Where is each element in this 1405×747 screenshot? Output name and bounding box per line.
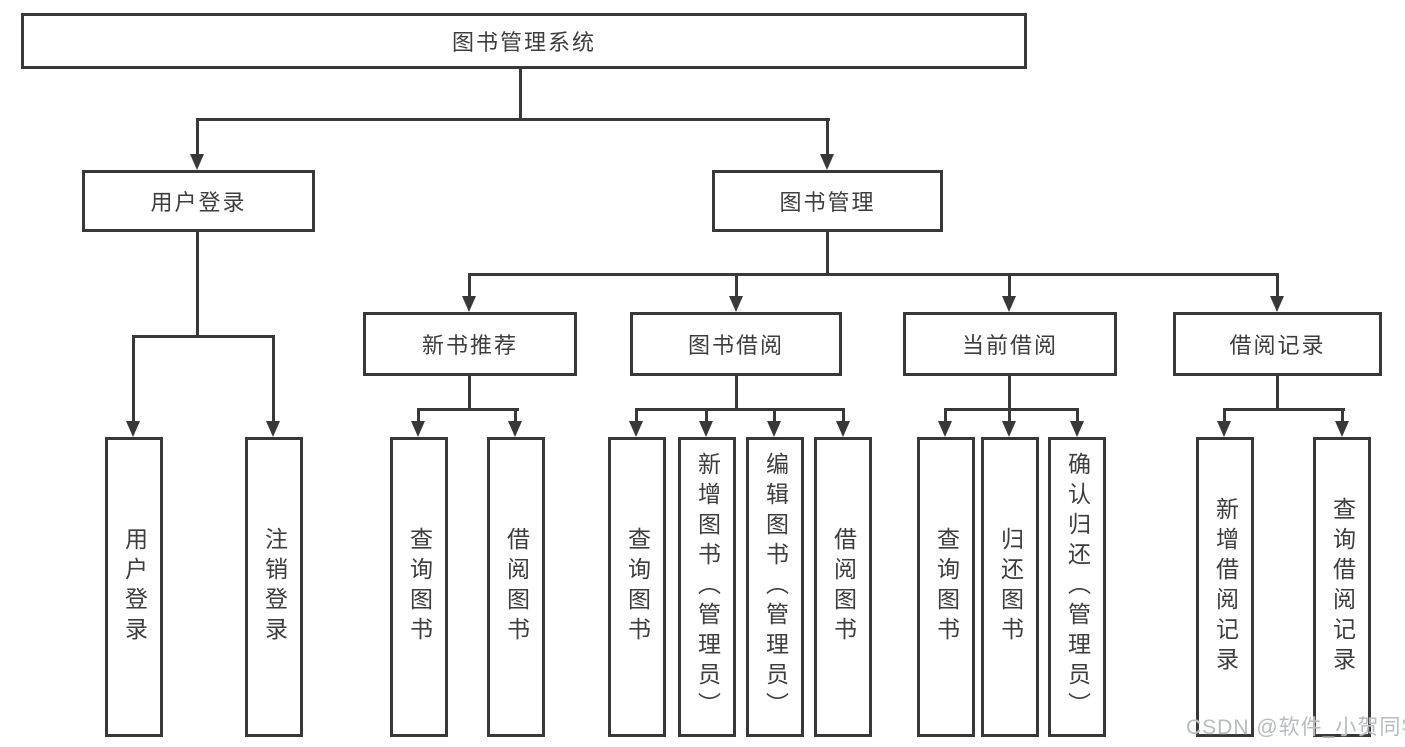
leaf-label: 借阅图书	[503, 527, 530, 647]
arrow-down-icon	[1217, 421, 1231, 437]
leaf-confirm-return-admin: 确认归还（管理员）	[1048, 437, 1106, 737]
connector-stub-leaf	[773, 408, 776, 423]
arrow-down-icon	[1002, 296, 1016, 312]
leaf-query-books-recommend: 查询图书	[390, 437, 448, 737]
leaf-label: 查询图书	[406, 527, 433, 647]
leaf-label: 归还图书	[997, 527, 1024, 647]
arrow-down-icon	[836, 421, 850, 437]
connector-user-login-stem	[196, 232, 199, 335]
connector-stub-borrow-records	[1276, 273, 1279, 298]
connector-stub-leaf	[1341, 408, 1344, 423]
leaf-query-books-borrowing: 查询图书	[608, 437, 666, 737]
connector-hline	[417, 408, 519, 411]
arrow-down-icon	[411, 421, 425, 437]
node-user-login: 用户登录	[82, 170, 315, 232]
leaf-logout: 注销登录	[245, 437, 303, 737]
node-label: 图书管理系统	[451, 30, 596, 55]
arrow-down-icon	[820, 154, 834, 170]
connector-stub-leaf	[417, 408, 420, 423]
connector-stub-leaf	[132, 335, 135, 423]
connector-stub-leaf	[1076, 408, 1079, 423]
leaf-label: 查询图书	[933, 527, 960, 647]
arrow-down-icon	[938, 421, 952, 437]
leaf-label: 注销登录	[261, 527, 288, 647]
leaf-user-login: 用户登录	[105, 437, 163, 737]
node-borrowing-records: 借阅记录	[1173, 312, 1382, 376]
leaf-label: 编辑图书（管理员）	[762, 452, 789, 722]
leaf-edit-books-admin: 编辑图书（管理员）	[746, 437, 804, 737]
leaf-label: 新增借阅记录	[1212, 497, 1239, 677]
node-book-management: 图书管理	[712, 170, 943, 232]
node-label: 新书推荐	[421, 333, 518, 358]
node-label: 图书管理	[779, 190, 876, 215]
arrow-down-icon	[767, 421, 781, 437]
connector-stub-book-management	[826, 118, 829, 156]
leaf-return-books: 归还图书	[981, 437, 1039, 737]
connector-root-hline	[197, 118, 830, 121]
leaf-label: 确认归还（管理员）	[1064, 452, 1091, 722]
connector-stub-user-login	[196, 118, 199, 156]
connector-book-mgmt-hline	[468, 273, 1279, 276]
leaf-borrow-books-recommend: 借阅图书	[487, 437, 545, 737]
node-book-borrowing: 图书借阅	[630, 312, 842, 376]
connector-stub-leaf	[272, 335, 275, 423]
connector-hline	[944, 408, 1079, 411]
arrow-down-icon	[1270, 296, 1284, 312]
arrow-down-icon	[729, 296, 743, 312]
node-new-book-recommendation: 新书推荐	[363, 312, 577, 376]
leaf-label: 新增图书（管理员）	[694, 452, 721, 722]
node-label: 当前借阅	[961, 333, 1058, 358]
arrow-down-icon	[629, 421, 643, 437]
connector-book-mgmt-stem	[826, 232, 829, 276]
connector-stem	[735, 376, 738, 408]
leaf-label: 查询图书	[624, 527, 651, 647]
connector-stub-new-book	[468, 273, 471, 298]
connector-stub-leaf	[705, 408, 708, 423]
connector-stub-leaf	[842, 408, 845, 423]
leaf-query-borrow-record: 查询借阅记录	[1313, 437, 1371, 737]
connector-stub-leaf	[635, 408, 638, 423]
arrow-down-icon	[190, 154, 204, 170]
csdn-watermark: CSDN @软件_小贺同学	[1186, 716, 1405, 739]
leaf-label: 用户登录	[121, 527, 148, 647]
connector-stub-leaf	[514, 408, 517, 423]
arrow-down-icon	[1335, 421, 1349, 437]
connector-hline	[635, 408, 845, 411]
connector-stem	[1008, 376, 1011, 408]
connector-stub-book-borrow	[735, 273, 738, 298]
leaf-query-books-current: 查询图书	[917, 437, 975, 737]
connector-hline	[1223, 408, 1345, 411]
arrow-down-icon	[699, 421, 713, 437]
connector-user-login-hline	[133, 335, 275, 338]
leaf-add-books-admin: 新增图书（管理员）	[678, 437, 736, 737]
leaf-borrow-books: 借阅图书	[814, 437, 872, 737]
node-label: 图书借阅	[687, 333, 784, 358]
connector-stub-current-borrow	[1008, 273, 1011, 298]
arrow-down-icon	[1070, 421, 1084, 437]
arrow-down-icon	[508, 421, 522, 437]
connector-stub-leaf	[1223, 408, 1226, 423]
leaf-label: 借阅图书	[830, 527, 857, 647]
leaf-label: 查询借阅记录	[1329, 497, 1356, 677]
arrow-down-icon	[126, 421, 140, 437]
arrow-down-icon	[266, 421, 280, 437]
connector-root-stem	[519, 69, 522, 118]
connector-stem	[468, 376, 471, 408]
node-root-library-system: 图书管理系统	[21, 13, 1027, 69]
node-label: 借阅记录	[1229, 333, 1326, 358]
arrow-down-icon	[1002, 421, 1016, 437]
node-current-borrowing: 当前借阅	[903, 312, 1117, 376]
arrow-down-icon	[462, 296, 476, 312]
connector-stub-leaf	[944, 408, 947, 423]
connector-stem	[1276, 376, 1279, 408]
node-label: 用户登录	[150, 190, 247, 215]
leaf-add-borrow-record: 新增借阅记录	[1196, 437, 1254, 737]
connector-stub-leaf	[1008, 408, 1011, 423]
